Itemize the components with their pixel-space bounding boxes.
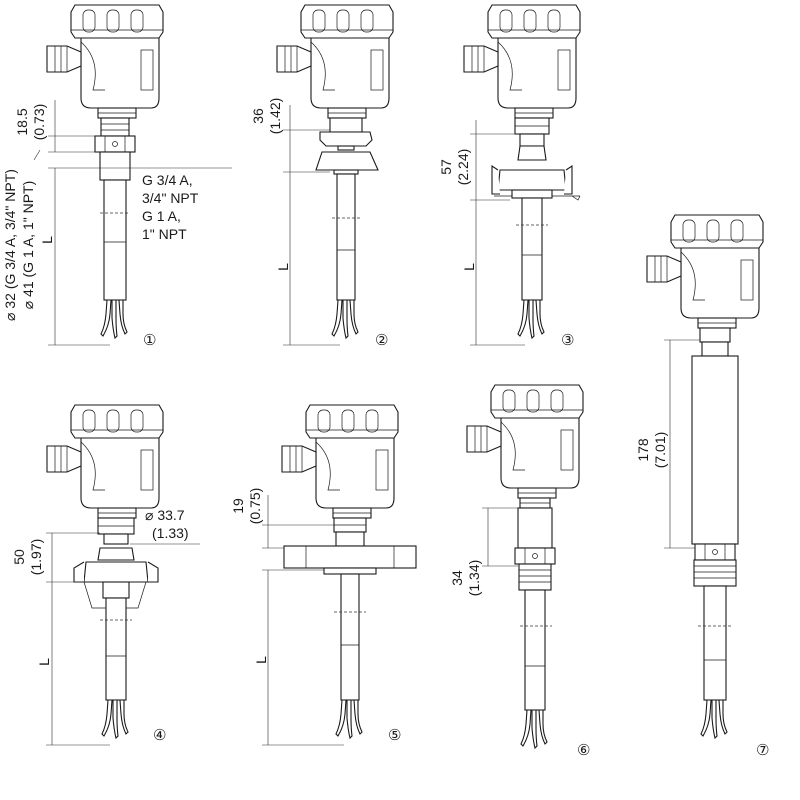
v6-top-inch: (1.34) (466, 560, 482, 597)
v5-marker: ⑤ (388, 726, 401, 744)
v2-top-inch: (1.42) (267, 98, 283, 135)
v3-length: L (461, 263, 477, 271)
variant-1-threaded (33, 4, 232, 346)
v6-marker: ⑥ (577, 741, 590, 759)
v2-marker: ② (375, 331, 388, 349)
v4-dia-value: ⌀ 33.7 (145, 507, 185, 523)
v6-top-value: 34 (449, 570, 465, 586)
v4-length: L (36, 658, 52, 666)
v4-marker: ④ (153, 726, 166, 744)
v1-side-a: ⌀ 32 (G 3/4 A, 3/4" NPT) (2, 169, 18, 321)
v1-thread-c: G 1 A, (142, 208, 181, 224)
v1-top-value: 18.5 (14, 108, 30, 135)
variant-5-flange (262, 404, 417, 746)
v1-length: L (39, 236, 55, 244)
v1-marker: ① (143, 331, 156, 349)
v1-side-b: ⌀ 41 (G 1 A, 1" NPT) (20, 181, 36, 310)
v4-top-inch: (1.97) (28, 539, 44, 576)
v1-top-inch: (0.73) (31, 104, 47, 141)
v1-thread-d: 1" NPT (142, 226, 187, 242)
v4-dia-inch: (1.33) (152, 525, 189, 541)
v3-top-value: 57 (438, 159, 454, 175)
v1-thread-a: G 3/4 A, (142, 172, 193, 188)
v2-length: L (275, 263, 291, 271)
v2-top-value: 36 (250, 108, 266, 124)
v5-top-value: 19 (230, 498, 246, 514)
variant-4-weld-socket (46, 404, 200, 746)
v5-length: L (253, 656, 269, 664)
v7-top-inch: (7.01) (652, 432, 668, 469)
v1-thread-b: 3/4" NPT (142, 190, 199, 206)
v4-top-value: 50 (11, 549, 27, 565)
v3-marker: ③ (561, 331, 574, 349)
variant-3-sleeve (463, 4, 581, 346)
variant-7-extended (646, 214, 764, 739)
variant-6-threaded (466, 384, 584, 749)
v5-top-inch: (0.75) (247, 488, 263, 525)
v7-marker: ⑦ (756, 741, 769, 759)
variant-2-triclamp (276, 4, 394, 346)
v7-top-value: 178 (635, 438, 651, 462)
v3-top-inch: (2.24) (455, 149, 471, 186)
